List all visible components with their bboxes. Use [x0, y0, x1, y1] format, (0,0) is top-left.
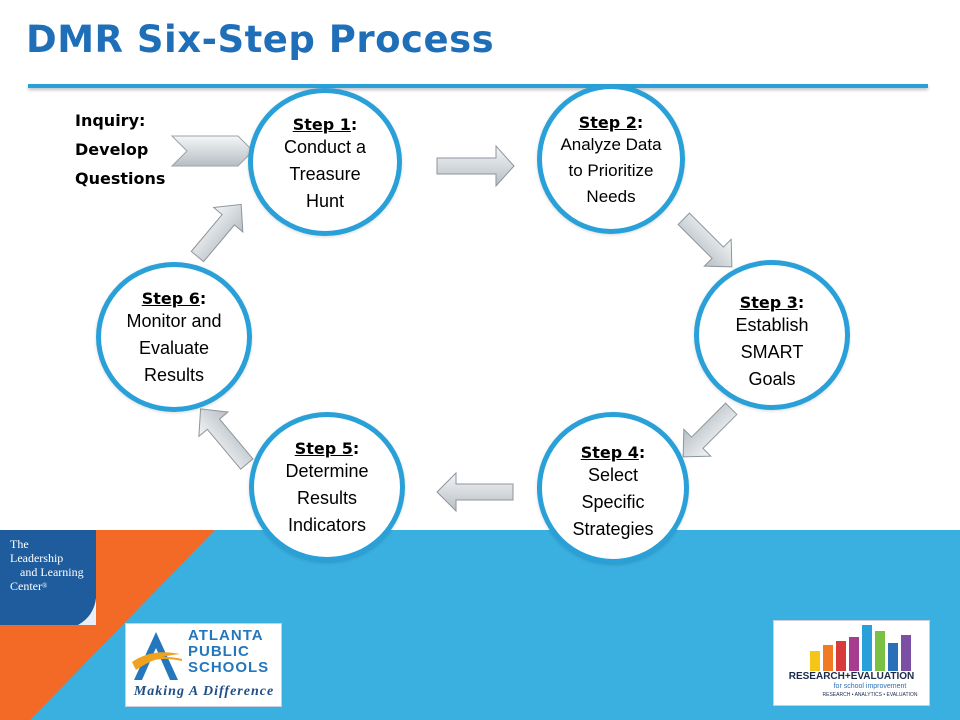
arrow-step3-to-step4: [682, 402, 738, 458]
step-1-line: Hunt: [305, 191, 345, 211]
aps-tagline: Making A Difference: [133, 684, 275, 699]
step-heading: Step 2: [578, 113, 637, 132]
page-title: DMR Six-Step Process: [26, 18, 495, 61]
aps-logo-line: SCHOOLS: [188, 659, 270, 676]
inquiry-line: Inquiry:: [75, 111, 146, 130]
step-6-circle: Step 6: Monitor and Evaluate Results: [96, 262, 252, 412]
step-3-circle: Step 3: Establish SMART Goals: [694, 260, 850, 410]
arrow-step6-to-step1: [190, 203, 244, 263]
step-5-line: Determine: [285, 461, 369, 481]
step-1-circle: Step 1: Conduct a Treasure Hunt: [248, 88, 402, 236]
inquiry-line: Develop: [75, 140, 149, 159]
step-5-line: Indicators: [287, 515, 367, 535]
aps-logo-line: PUBLIC: [188, 643, 250, 660]
llc-logo-line: Center®: [10, 579, 48, 593]
step-heading: Step 1: [292, 115, 351, 134]
step-2-line: Analyze Data: [560, 135, 662, 154]
step-heading: Step 3: [739, 293, 798, 312]
step-6-line: Evaluate: [138, 338, 210, 358]
leadership-learning-center-logo: The Leadership and Learning Center®: [0, 530, 96, 625]
step-1-line: Treasure: [289, 164, 361, 184]
step-heading: Step 4: [580, 443, 639, 462]
step-4-circle: Step 4: Select Specific Strategies: [537, 412, 689, 564]
arrow-step1-to-step2: [436, 144, 515, 188]
step-4-line: Strategies: [572, 519, 654, 539]
research-evaluation-logo: RESEARCH+EVALUATION for school improveme…: [773, 620, 930, 706]
arrow-step2-to-step3: [677, 212, 733, 268]
step-3-line: Goals: [748, 369, 796, 389]
step-5-line: Results: [296, 488, 358, 508]
step-heading: Step 5: [294, 439, 353, 458]
inquiry-arrow: [170, 135, 254, 167]
step-4-line: Specific: [581, 492, 645, 512]
inquiry-line: Questions: [75, 169, 166, 188]
atlanta-public-schools-logo: ATLANTA PUBLIC SCHOOLS Making A Differen…: [125, 623, 282, 707]
step-3-line: SMART: [740, 342, 804, 362]
step-2-circle: Step 2: Analyze Data to Prioritize Needs: [537, 84, 685, 234]
arrow-step4-to-step5: [436, 471, 514, 513]
step-3-line: Establish: [735, 315, 809, 335]
aps-logo-line: ATLANTA: [188, 627, 264, 644]
research-logo-name: RESEARCH+EVALUATION: [788, 671, 915, 682]
step-heading: Step 6: [141, 289, 200, 308]
research-logo-tag: RESEARCH • ANALYTICS • EVALUATION: [822, 692, 918, 698]
step-6-line: Monitor and: [126, 311, 222, 331]
step-4-line: Select: [587, 465, 639, 485]
research-logo-sub: for school improvement: [833, 683, 907, 690]
step-1-line: Conduct a: [283, 137, 367, 157]
step-6-line: Results: [143, 365, 205, 385]
llc-logo-line: The: [10, 537, 29, 551]
step-5-circle: Step 5: Determine Results Indicators: [249, 412, 405, 562]
step-2-line: Needs: [586, 187, 636, 206]
title-underline: [28, 84, 928, 88]
inquiry-label: Inquiry: Develop Questions: [75, 106, 165, 193]
llc-logo-line: Leadership: [10, 551, 64, 565]
step-2-line: to Prioritize: [568, 161, 654, 180]
arrow-step5-to-step6: [198, 408, 254, 470]
llc-logo-line: and Learning: [20, 565, 84, 579]
